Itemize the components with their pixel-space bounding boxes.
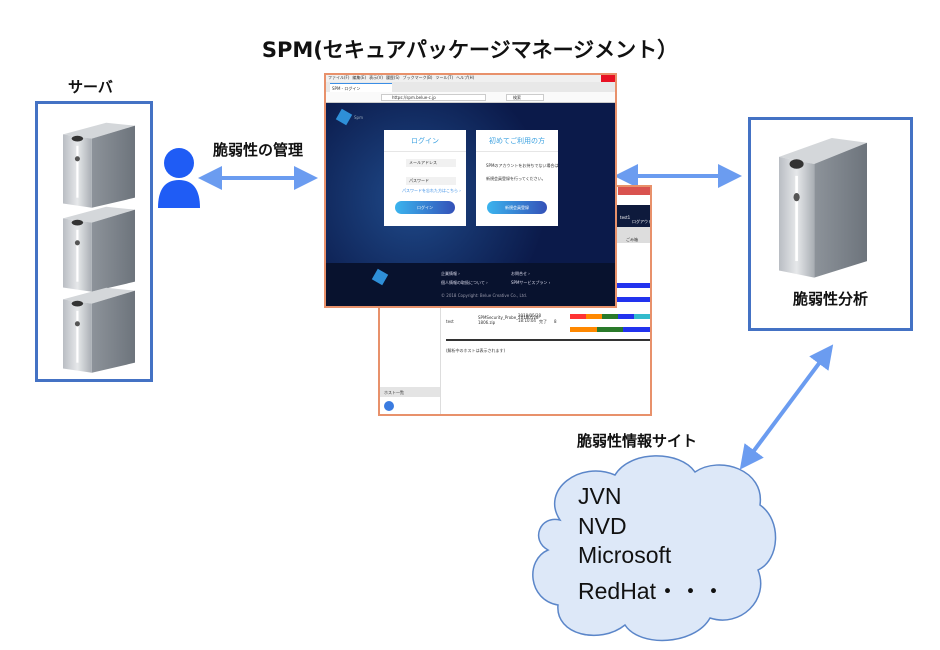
menu-item[interactable]: ヘルプ(H) [456,75,475,80]
browser-tab[interactable]: SPM - ログイン [330,83,392,92]
cloud-shape [532,455,777,642]
info-site-item: RedHat・・・ [578,578,725,604]
forgot-password-link[interactable]: パスワードを忘れた方はこちら › [402,188,461,193]
login-title: ログイン [384,130,466,152]
register-title: 初めてご利用の方 [476,130,558,152]
spm-logo-icon [371,268,389,286]
login-window: ファイル(F) 編集(E) 表示(V) 履歴(S) ブックマーク(B) ツール(… [324,73,617,308]
login-button[interactable]: ログイン [395,201,455,214]
info-sites-label: 脆弱性情報サイト [577,432,698,450]
logo-text: Spm [354,115,363,120]
menu-bar: ファイル(F) 編集(E) 表示(V) 履歴(S) ブックマーク(B) ツール(… [326,75,615,82]
analysis-label: 脆弱性分析 [792,290,868,308]
table-note: (解析中のホストは表示されます) [446,348,506,353]
email-field[interactable]: メールアドレス [406,159,456,167]
logout-link[interactable]: ログアウト [632,219,652,224]
register-card: 初めてご利用の方 SPMのアカウントをお持ちでない場合は 新規会員登録を行ってく… [476,130,558,226]
menu-item[interactable]: ツール(T) [435,75,454,80]
trash-button[interactable]: ごみ箱 [626,237,638,242]
table-row: test SPMSecurity_Probe_20180528-1806.zip… [440,305,650,345]
user-name: test1 [620,215,631,220]
server-icon [779,138,867,280]
url-bar[interactable]: https://spm.belue-c.jp [381,94,486,101]
copyright: © 2018 Copyright: Belue Creative Co., Lt… [441,293,528,298]
menu-item[interactable]: 編集(E) [352,75,367,80]
footer-link[interactable]: 個人情報の取扱について › [441,280,488,285]
menu-item[interactable]: ファイル(F) [328,75,350,80]
footer-link[interactable]: SPMサービスプラン › [511,280,551,285]
info-site-item: NVD [578,513,627,539]
footer-link[interactable]: お問合せ › [511,271,530,276]
password-field[interactable]: パスワード [406,177,456,185]
login-card: ログイン メールアドレス パスワード パスワードを忘れた方はこちら › ログイン [384,130,466,226]
vulnerability-management-label: 脆弱性の管理 [213,141,304,159]
arrow-analysis-sites [739,344,834,470]
server-group-label: サーバ [68,78,113,96]
close-button[interactable] [601,75,615,82]
diagram-title: SPM(セキュアパッケージマネージメント） [261,38,679,62]
info-site-item: Microsoft [578,542,672,568]
add-button[interactable] [384,401,394,411]
footer-link[interactable]: 企業情報 › [441,271,460,276]
search-input[interactable]: 検索 [506,94,544,101]
menu-item[interactable]: 表示(V) [369,75,383,80]
info-site-item: JVN [578,483,622,509]
server-group-box [35,101,153,382]
menu-item[interactable]: 履歴(S) [385,75,400,80]
analysis-box: 脆弱性分析 [748,117,913,331]
sidebar-host-list[interactable]: ホスト一覧 [384,390,404,395]
register-button[interactable]: 新規会員登録 [487,201,547,214]
user-icon [158,148,200,208]
menu-item[interactable]: ブックマーク(B) [402,75,433,80]
footer: 企業情報 › お問合せ › 個人情報の取扱について › SPMサービスプラン ›… [326,263,615,306]
